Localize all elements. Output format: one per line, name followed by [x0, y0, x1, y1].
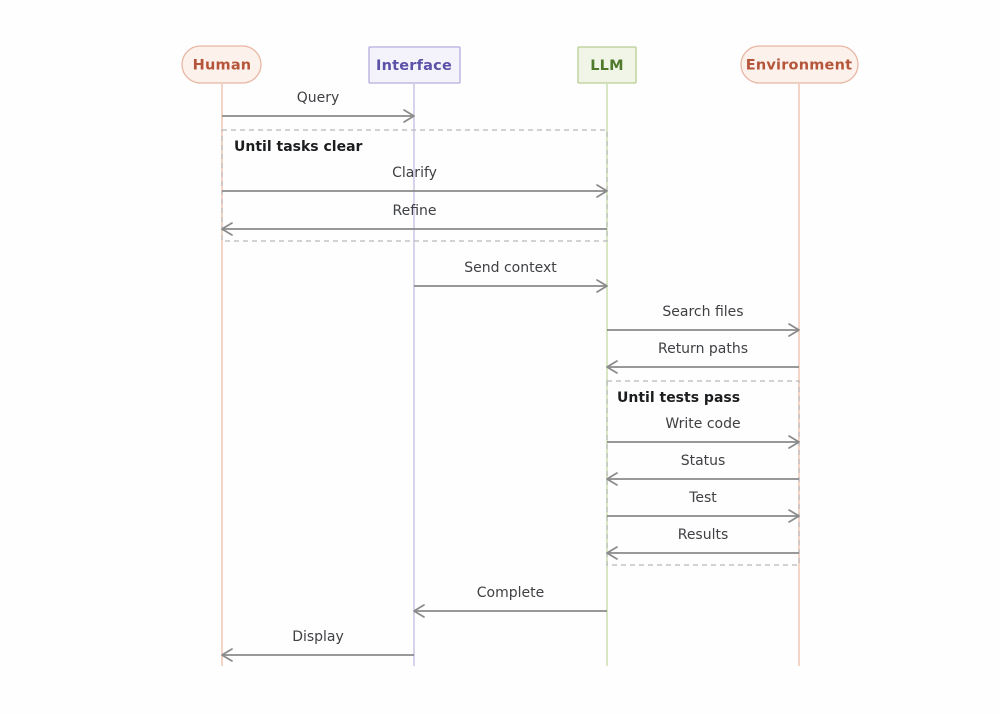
message-arrowhead [403, 109, 415, 123]
message-label-complete: Complete [477, 585, 544, 601]
loop-title-until-tests-pass: Until tests pass [617, 390, 740, 406]
message-refine: Refine [221, 203, 607, 236]
message-arrowhead [221, 648, 233, 662]
message-query: Query [222, 90, 415, 123]
participant-box[interactable] [181, 45, 262, 84]
message-arrowhead [788, 509, 800, 523]
loop-border [606, 380, 800, 566]
participant-label-interface: Interface [376, 58, 452, 74]
message-arrowhead [788, 323, 800, 337]
message-label-send-context: Send context [464, 260, 557, 276]
loop-border [221, 129, 608, 242]
participant-label-environment: Environment [746, 58, 852, 74]
lifelines-layer [221, 84, 800, 666]
participant-box[interactable] [368, 46, 461, 84]
message-label-clarify: Clarify [392, 165, 437, 181]
participant-llm[interactable]: LLM [577, 46, 637, 84]
message-send-context: Send context [414, 260, 608, 293]
message-display: Display [221, 629, 414, 662]
message-test: Test [607, 490, 800, 523]
message-arrowhead [788, 435, 800, 449]
loop-title-until-tasks-clear: Until tasks clear [234, 139, 363, 155]
message-arrowhead [606, 546, 618, 560]
message-label-display: Display [292, 629, 344, 645]
message-arrowhead [606, 472, 618, 486]
participant-box[interactable] [740, 45, 859, 84]
message-clarify: Clarify [222, 165, 608, 198]
message-label-write-code: Write code [665, 416, 740, 432]
message-arrowhead [606, 360, 618, 374]
participants-layer: Human Interface LLM Environment [181, 45, 859, 84]
loop-frame-until-tests-pass: Until tests pass [606, 380, 800, 566]
message-label-search-files: Search files [662, 304, 743, 320]
message-label-results: Results [678, 527, 729, 543]
loop-frame-until-tasks-clear: Until tasks clear [221, 129, 608, 242]
message-label-return-paths: Return paths [658, 341, 748, 357]
participant-environment[interactable]: Environment [740, 45, 859, 84]
message-return-paths: Return paths [606, 341, 799, 374]
message-arrowhead [221, 222, 233, 236]
message-label-status: Status [681, 453, 726, 469]
message-status: Status [606, 453, 799, 486]
message-label-query: Query [297, 90, 340, 106]
participant-human[interactable]: Human [181, 45, 262, 84]
message-arrowhead [596, 279, 608, 293]
message-label-test: Test [688, 490, 717, 506]
message-arrowhead [596, 184, 608, 198]
participant-box[interactable] [577, 46, 637, 84]
message-write-code: Write code [607, 416, 800, 449]
message-arrowhead [413, 604, 425, 618]
message-results: Results [606, 527, 799, 560]
participant-label-llm: LLM [590, 58, 624, 74]
message-complete: Complete [413, 585, 607, 618]
message-label-refine: Refine [392, 203, 436, 219]
participant-interface[interactable]: Interface [368, 46, 461, 84]
participant-label-human: Human [193, 58, 252, 74]
message-search-files: Search files [607, 304, 800, 337]
